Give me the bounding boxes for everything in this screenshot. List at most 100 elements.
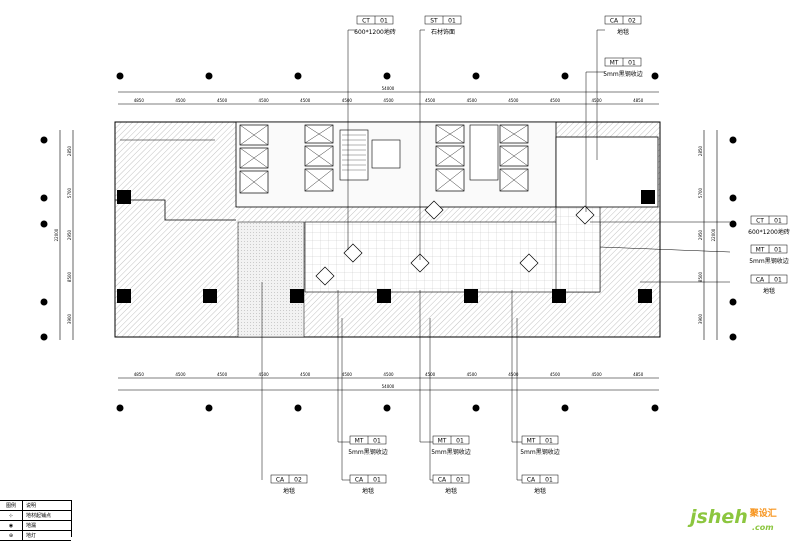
watermark-main: jsheh: [690, 506, 748, 528]
dimension-label: 4500: [383, 372, 394, 377]
svg-text:石材饰面: 石材饰面: [431, 28, 455, 36]
tag-ca-02-top: CA 02 地毯: [604, 15, 642, 36]
svg-text:5mm黑钢收边: 5mm黑钢收边: [520, 448, 560, 456]
dimension-label: 3900: [67, 313, 72, 324]
dimension-label: 4500: [383, 98, 394, 103]
dimension-label: 4850: [134, 98, 145, 103]
watermark-cn: 聚设汇: [749, 509, 777, 519]
washroom: [371, 139, 401, 169]
svg-text:地毯: 地毯: [534, 487, 546, 495]
tag-ct-01-right: CT 01 600*1200地砖: [748, 215, 790, 236]
svg-text:01: 01: [545, 438, 553, 445]
svg-text:01: 01: [628, 60, 636, 67]
svg-text:MT: MT: [438, 438, 447, 445]
dimension-label: 4500: [550, 98, 561, 103]
dimension-label: 4500: [217, 98, 228, 103]
svg-text:01: 01: [774, 218, 782, 225]
dimension-label: 4500: [300, 98, 311, 103]
left-dimension-lines: [59, 130, 74, 340]
right-dimension-lines: [703, 130, 718, 340]
tag-leaders: [261, 29, 731, 481]
svg-text:MT: MT: [610, 60, 619, 67]
svg-text:5mm黑钢收边: 5mm黑钢收边: [348, 448, 388, 456]
watermark-domain: .com: [752, 523, 774, 532]
dimension-label: 5700: [698, 187, 703, 198]
svg-text:01: 01: [373, 438, 381, 445]
dimension-label: 4850: [633, 98, 644, 103]
svg-text:5mm黑钢收边: 5mm黑钢收边: [431, 448, 471, 456]
tag-ca-01-bottom-3: CA 01 地毯: [521, 474, 559, 495]
dimension-label: 2850: [698, 145, 703, 156]
tile-start-markers: [315, 200, 595, 286]
dimension-label: 5700: [67, 187, 72, 198]
svg-text:MT: MT: [527, 438, 536, 445]
dimension-label: 4500: [425, 372, 436, 377]
svg-text:地毯: 地毯: [362, 487, 374, 495]
columns: [117, 190, 655, 303]
right-total-dim: 22000: [711, 228, 716, 241]
dimension-label: 2850: [67, 145, 72, 156]
svg-text:CA: CA: [276, 477, 285, 484]
svg-text:地毯: 地毯: [763, 287, 775, 295]
svg-text:01: 01: [774, 247, 782, 254]
top-dimension-lines: [118, 91, 659, 105]
dimension-label: 8500: [698, 271, 703, 282]
dimension-label: 4500: [342, 98, 353, 103]
dimension-label: 4500: [342, 372, 353, 377]
tag-ct-01-top: CT 01 600*1200地砖: [354, 15, 396, 36]
svg-text:01: 01: [456, 438, 464, 445]
dimension-label: 4500: [425, 98, 436, 103]
svg-text:01: 01: [448, 18, 456, 25]
svg-text:地毯: 地毯: [283, 487, 295, 495]
svg-text:600*1200地砖: 600*1200地砖: [748, 228, 790, 236]
svg-text:01: 01: [545, 477, 553, 484]
svg-text:CA: CA: [527, 477, 536, 484]
dimension-label: 4500: [259, 372, 270, 377]
tag-mt-01-top: MT 01 5mm黑钢收边: [603, 57, 643, 78]
dimension-label: 4500: [467, 372, 478, 377]
top-total-dim: 54000: [382, 86, 395, 91]
svg-text:600*1200地砖: 600*1200地砖: [354, 28, 396, 36]
dimension-label: 2950: [698, 229, 703, 240]
tag-mt-01-bottom-2: MT 01 5mm黑钢收边: [431, 435, 471, 456]
svg-text:01: 01: [373, 477, 381, 484]
legend-row: ◉ 地漏: [0, 521, 71, 531]
dimension-label: 4500: [508, 372, 519, 377]
legend-row-desc: 地漏: [26, 523, 37, 529]
legend-row-desc: 地材起铺点: [26, 513, 52, 519]
legend-row-desc: 地灯: [26, 533, 37, 539]
svg-text:5mm黑钢收边: 5mm黑钢收边: [749, 257, 789, 265]
dimension-label: 4500: [508, 98, 519, 103]
svg-text:CA: CA: [438, 477, 447, 484]
svg-text:CA: CA: [756, 277, 765, 284]
svg-text:地毯: 地毯: [617, 28, 629, 36]
dimension-label: 4500: [175, 372, 186, 377]
svg-text:01: 01: [774, 277, 782, 284]
floor-drain-icon: ◉: [8, 522, 14, 529]
legend-header: 图例 说明: [0, 501, 71, 511]
dimension-label: 4500: [591, 372, 602, 377]
bottom-total-dim: 54000: [382, 384, 395, 389]
dimension-label: 4850: [633, 372, 644, 377]
svg-text:02: 02: [294, 477, 302, 484]
svg-text:02: 02: [628, 18, 636, 25]
tag-ca-01-right: CA 01 地毯: [750, 274, 788, 295]
dimension-label: 4850: [134, 372, 145, 377]
tag-ca-01-bottom-2: CA 01 地毯: [432, 474, 470, 495]
floor-light-icon: ⊕: [8, 532, 14, 539]
tag-st-01-top: ST 01 石材饰面: [424, 15, 462, 36]
legend-symbol-header: 图例: [0, 501, 23, 510]
tag-ca-02-bottom: CA 02 地毯: [270, 474, 308, 495]
dimension-label: 4500: [467, 98, 478, 103]
legend-table: 图例 说明 ⊹ 地材起铺点 ◉ 地漏 ⊕ 地灯: [0, 500, 72, 541]
carpet-area-left: [237, 221, 305, 338]
svg-text:01: 01: [380, 18, 388, 25]
bottom-dimension-lines: [118, 377, 659, 391]
grid-bubbles: [40, 72, 737, 412]
svg-text:MT: MT: [355, 438, 364, 445]
